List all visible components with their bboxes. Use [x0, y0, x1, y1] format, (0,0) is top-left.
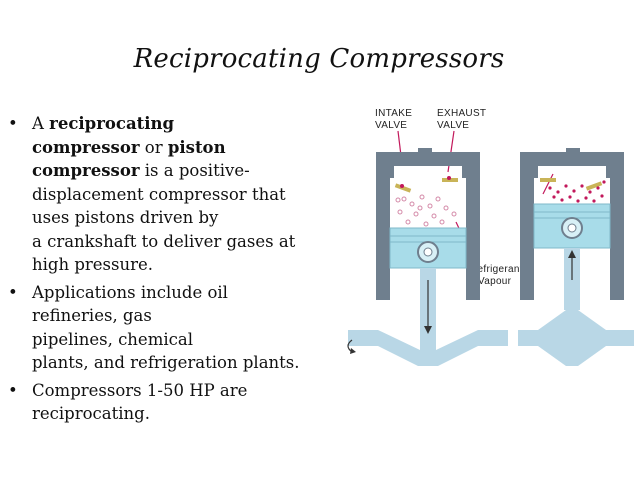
- refrigerant-label-line2: Vapour: [478, 276, 512, 287]
- left-cylinder-wall-left: [376, 178, 390, 300]
- intake-valve-label-line2: VALVE: [375, 120, 407, 131]
- intake-valve-label-line1: INTAKE: [375, 108, 412, 119]
- bullet-line: pipelines, chemical: [32, 328, 338, 352]
- bullet-line: A reciprocating: [32, 112, 338, 136]
- left-gas-particles: [395, 194, 457, 227]
- text-run: displacement compressor that: [32, 184, 286, 204]
- bullet-marker: •: [8, 114, 18, 133]
- left-cylinder-assembly: [347, 148, 508, 366]
- text-run: plants, and refrigeration plants.: [32, 353, 300, 372]
- text-run: high pressure.: [32, 255, 154, 274]
- bullet-line: Applications include oil: [32, 281, 338, 305]
- bold-term: reciprocating: [49, 114, 175, 133]
- bullet-marker: •: [8, 282, 18, 302]
- bullet-line: compressor is a positive-: [32, 159, 338, 183]
- slide-title: Reciprocating Compressors: [133, 44, 505, 74]
- left-exhaust-valve: [442, 178, 458, 182]
- bullet-marker: •: [8, 380, 18, 400]
- exhaust-valve-label-line1: EXHAUST: [437, 108, 486, 119]
- bullet-line: Compressors 1-50 HP are: [32, 379, 338, 403]
- bullet-line: high pressure.: [32, 253, 338, 277]
- bullet-line: reciprocating.: [32, 402, 338, 426]
- right-cylinder-head: [520, 152, 624, 178]
- right-crankshaft: [518, 310, 634, 366]
- text-run: reciprocating.: [32, 404, 150, 423]
- bullet-item: • Applications include oil refineries, gas…: [8, 281, 338, 375]
- bullet-line: refineries, gas: [32, 304, 338, 328]
- left-cylinder-wall-right: [466, 178, 480, 300]
- right-exhaust-valve: [585, 181, 603, 191]
- text-run: or: [139, 137, 168, 157]
- bold-term: compressor: [32, 161, 140, 180]
- right-cylinder-wall-right: [610, 178, 624, 300]
- bold-term: piston: [167, 137, 226, 157]
- bullet-line: plants, and refrigeration plants.: [32, 351, 338, 375]
- right-intake-valve: [540, 178, 556, 182]
- right-gas-particles: [548, 180, 606, 203]
- bullet-line: a crankshaft to deliver gases at: [32, 230, 338, 254]
- text-run: uses pistons driven by: [32, 208, 219, 227]
- text-run: Applications include oil: [32, 282, 228, 302]
- left-crankshaft: [348, 330, 508, 366]
- right-piston: [533, 203, 611, 249]
- bullet-line: displacement compressor that: [32, 183, 338, 207]
- text-run: Compressors 1-50 HP are: [32, 380, 248, 400]
- compressor-diagram: INTAKE VALVE EXHAUST VALVE Refrigerant V…: [347, 108, 634, 366]
- bold-term: compressor: [32, 137, 140, 157]
- text-run: pipelines, chemical: [32, 329, 193, 349]
- bullet-line: compressor or piston: [32, 136, 338, 160]
- left-intake-valve: [394, 183, 412, 193]
- text-run: refineries, gas: [32, 306, 152, 325]
- exhaust-valve-label-line2: VALVE: [437, 120, 469, 131]
- right-cylinder-wall-left: [520, 178, 534, 300]
- bullet-line: uses pistons driven by: [32, 206, 338, 230]
- text-run: is a positive-: [139, 161, 250, 180]
- text-run: a crankshaft to deliver gases at: [32, 231, 296, 251]
- left-cylinder-head: [376, 152, 480, 178]
- bullet-item: • Compressors 1-50 HP are reciprocating.: [8, 379, 338, 426]
- right-cylinder-assembly: [518, 148, 634, 366]
- refrigerant-label-line1: Refrigerant: [470, 264, 523, 275]
- text-run: A: [32, 114, 50, 133]
